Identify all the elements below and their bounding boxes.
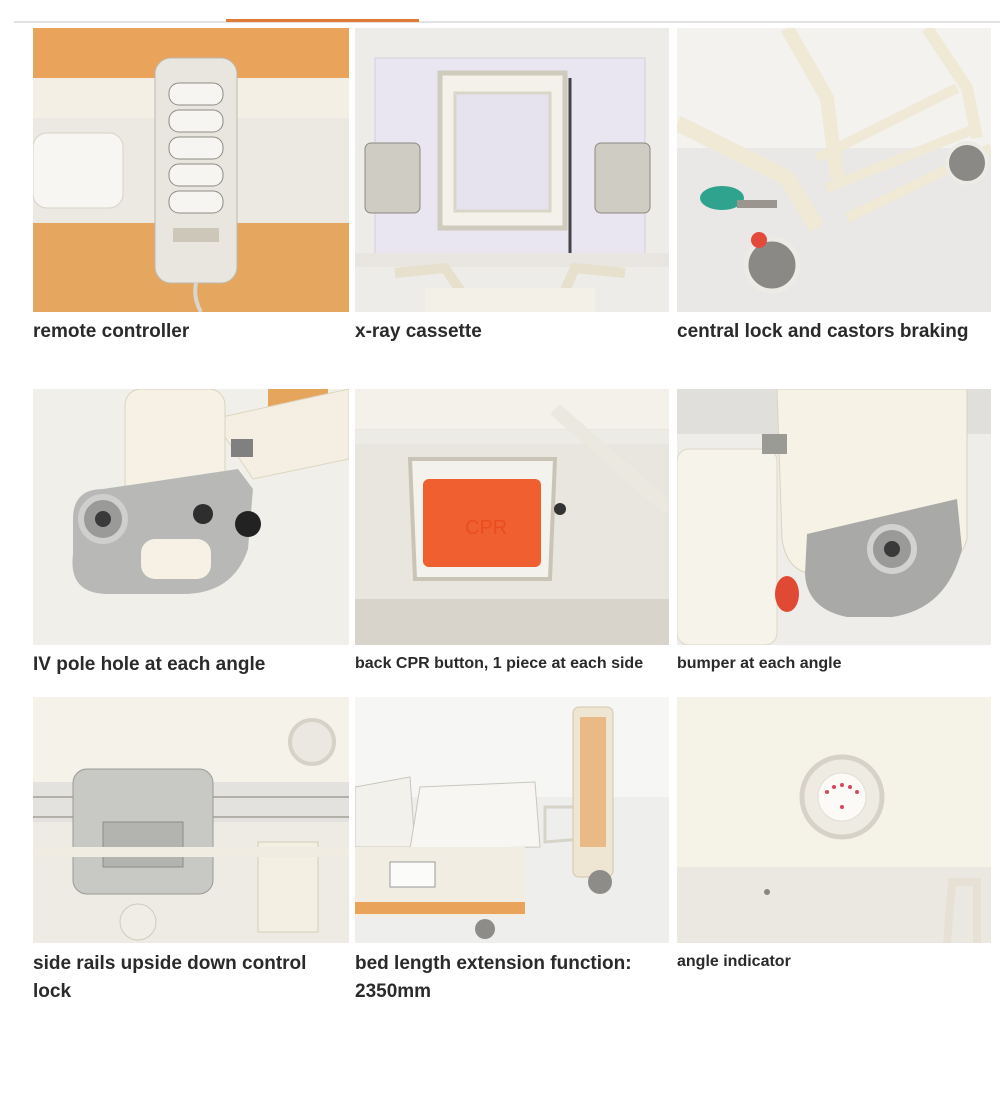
remote-controller-caption: remote controller (33, 321, 190, 342)
angle-indicator-caption: angle indicator (677, 953, 791, 970)
iv-pole-hole-caption: IV pole hole at each angle (33, 654, 266, 675)
bumper-photo (677, 389, 991, 645)
central-lock-photo (677, 28, 991, 312)
iv-pole-hole-photo (33, 389, 349, 645)
top-divider (14, 21, 1000, 23)
cpr-button-photo: CPR (355, 389, 669, 645)
active-tab-indicator (226, 19, 419, 22)
bumper-caption: bumper at each angle (677, 655, 842, 672)
angle-indicator-photo (677, 697, 991, 943)
side-rails-photo (33, 697, 349, 943)
x-ray-cassette-caption: x-ray cassette (355, 321, 482, 342)
cpr-label: CPR (465, 517, 507, 539)
remote-controller-photo (33, 28, 349, 312)
central-lock-caption: central lock and castors braking (677, 321, 969, 342)
side-rails-caption: side rails upside down control lock (33, 953, 307, 1002)
x-ray-cassette-photo (355, 28, 669, 312)
bed-length-caption: bed length extension function: 2350mm (355, 953, 632, 1002)
cpr-button-caption: back CPR button, 1 piece at each side (355, 655, 644, 672)
bed-length-photo (355, 697, 669, 943)
